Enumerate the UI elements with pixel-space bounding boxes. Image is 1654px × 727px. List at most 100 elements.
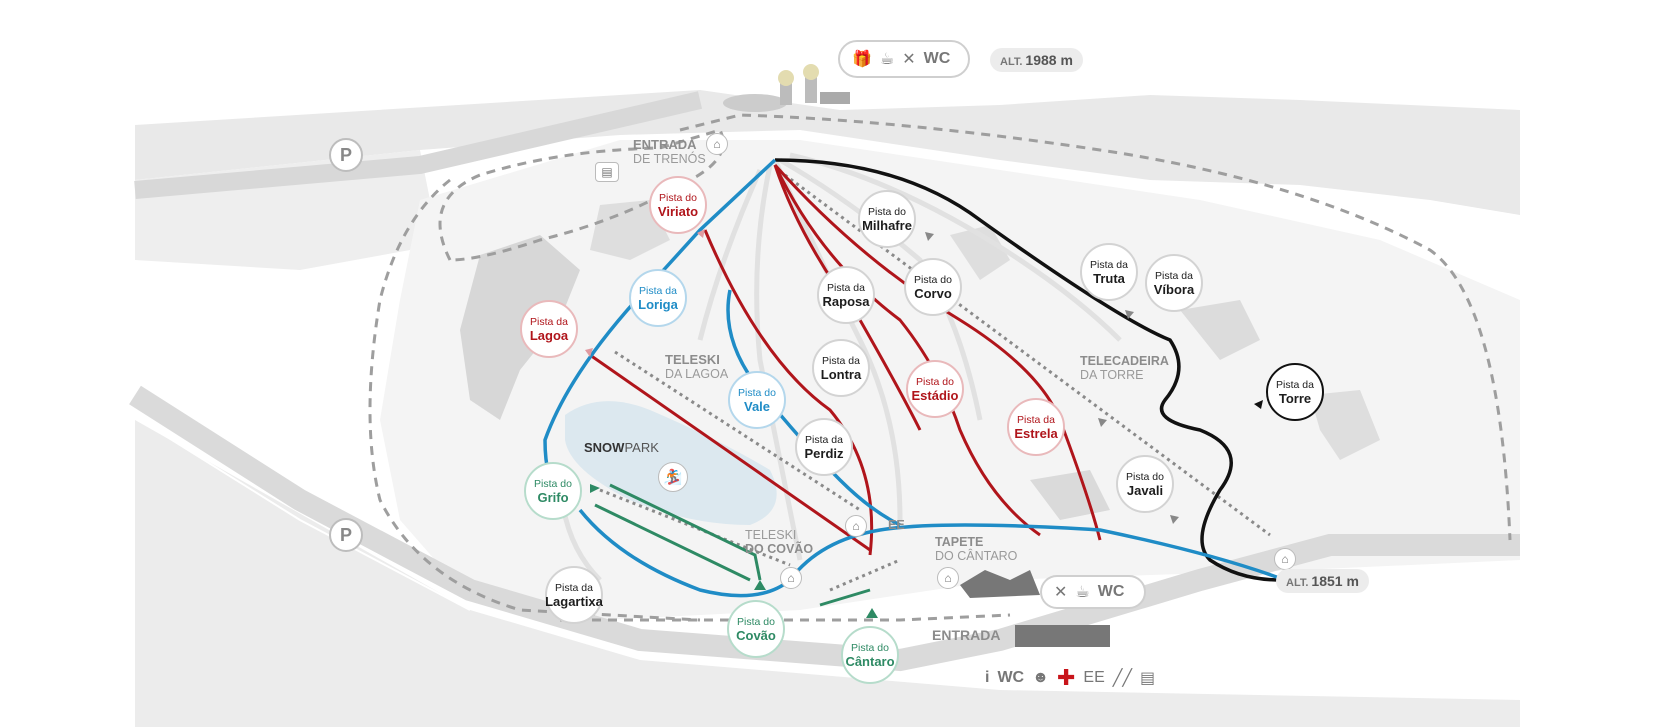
tapete-cantaro-line xyxy=(829,558,901,592)
tapete-cantaro-title: TAPETE xyxy=(935,535,984,549)
piste-prefix: Pista do xyxy=(851,642,889,654)
altitude-top-badge: ALT.1988 m xyxy=(990,48,1083,72)
piste-prefix: Pista do xyxy=(916,376,954,388)
piste-prefix: Pista da xyxy=(822,355,860,367)
altitude-prefix: ALT. xyxy=(1286,577,1309,589)
teleski-covao-line xyxy=(599,488,791,567)
piste-name: Javali xyxy=(1126,483,1164,498)
piste-prefix: Pista do xyxy=(534,478,572,490)
bottom-right-services: ✕ ☕ WC xyxy=(1040,575,1146,609)
house-icon: ⌂ xyxy=(780,567,802,589)
piste-name: Víbora xyxy=(1153,282,1195,297)
piste-name: Lagartixa xyxy=(545,594,603,609)
piste-name: Covão xyxy=(736,628,776,643)
piste-line-grifo-green xyxy=(609,483,762,581)
entrance-building xyxy=(1015,625,1110,647)
piste-prefix: Pista do xyxy=(914,274,952,286)
piste-prefix: Pista da xyxy=(1090,259,1128,271)
piste-prefix: Pista da xyxy=(639,285,677,297)
cutlery-icon: ✕ xyxy=(902,51,916,68)
terrain-bottom-band xyxy=(135,400,1520,727)
piste-prefix: Pista do xyxy=(738,387,776,399)
house-icon: ⌂ xyxy=(845,515,867,537)
piste-line-vale xyxy=(726,289,901,527)
piste-name: Lagoa xyxy=(529,328,569,343)
altitude-value: 1851 m xyxy=(1311,573,1359,589)
ee-text: EE xyxy=(888,518,905,532)
ee-label: EE xyxy=(1083,669,1105,686)
telecadeira-torre-title: TELECADEIRA xyxy=(1080,354,1169,368)
piste-prefix: Pista do xyxy=(737,616,775,628)
parking-badge-top: P xyxy=(329,138,363,172)
piste-name: Cântaro xyxy=(845,654,895,669)
entrada-trenos-label: ENTRADA DE TRENÓS xyxy=(633,138,706,167)
tapete-cantaro-label: TAPETE DO CÂNTARO xyxy=(935,535,1017,563)
first-aid-icon: ✚ xyxy=(1056,665,1076,690)
piste-prefix: Pista da xyxy=(555,582,593,594)
bottom-lodge xyxy=(960,570,1040,598)
altitude-value: 1988 m xyxy=(1025,52,1073,68)
ticket-office-icon: ▤ xyxy=(595,162,619,182)
terrain-upper xyxy=(135,90,1520,215)
snowpark-label: SNOWPARK xyxy=(584,440,659,455)
house-icon: ⌂ xyxy=(1274,548,1296,570)
wc-label: WC xyxy=(923,50,951,67)
snowboard-icon: 🏂 xyxy=(658,462,688,492)
cutlery-icon: ✕ xyxy=(1054,584,1068,601)
piste-name: Raposa xyxy=(822,294,870,309)
cup-icon: ☕ xyxy=(1075,584,1090,601)
altitude-bottom-badge: ALT.1851 m xyxy=(1276,569,1369,593)
piste-prefix: Pista da xyxy=(1155,270,1193,282)
piste-prefix: Pista da xyxy=(1017,414,1055,426)
direction-arrows xyxy=(585,229,1263,618)
piste-prefix: Pista do xyxy=(659,192,697,204)
piste-name: Perdiz xyxy=(804,446,844,461)
piste-line-cantaro-green xyxy=(819,588,871,607)
gift-icon: 🎁 xyxy=(852,51,872,68)
piste-name: Lontra xyxy=(820,367,862,382)
rocks-mid xyxy=(950,225,1010,280)
piste-name: Viriato xyxy=(657,204,699,219)
piste-name: Truta xyxy=(1093,271,1125,286)
rocks-right xyxy=(1180,300,1260,360)
telecadeira-torre-label: TELECADEIRA DA TORRE xyxy=(1080,354,1169,382)
piste-prefix: Pista da xyxy=(530,316,568,328)
teleski-covao-label: TELESKI DO COVÃO xyxy=(745,528,813,556)
piste-prefix: Pista do xyxy=(868,206,906,218)
entrada-title: ENTRADA xyxy=(932,627,1001,643)
piste-line-covao-green xyxy=(594,503,751,582)
piste-name: Vale xyxy=(743,399,771,414)
piste-name: Estádio xyxy=(911,388,959,403)
piste-line-torre xyxy=(774,158,1281,582)
piste-prefix: Pista da xyxy=(1276,379,1314,391)
tapete-cantaro-sub: DO CÂNTARO xyxy=(935,549,1018,563)
piste-line-estrela xyxy=(773,163,1102,541)
cup-icon: ☕ xyxy=(879,51,895,68)
rocks-right-2 xyxy=(1310,390,1380,460)
snowpark-bold: SNOW xyxy=(584,440,625,455)
parking-badge-bottom: P xyxy=(329,518,363,552)
piste-line-lagoa xyxy=(589,353,871,552)
teleski-covao-sub: DO COVÃO xyxy=(745,542,814,556)
top-services: 🎁 ☕ ✕ WC xyxy=(838,40,970,78)
